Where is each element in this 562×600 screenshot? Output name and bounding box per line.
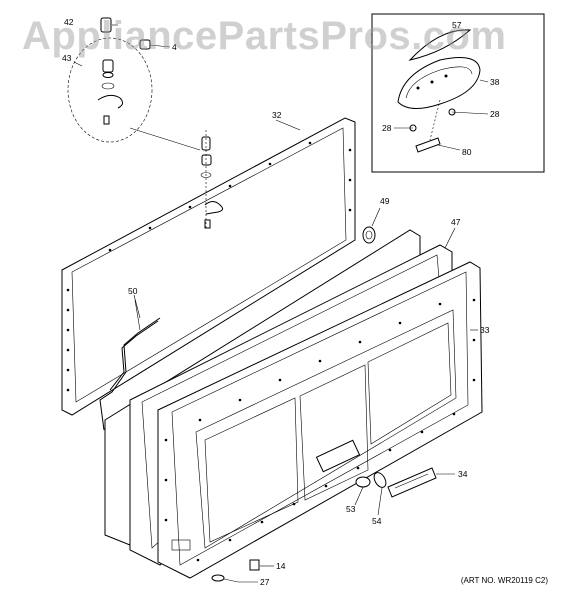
callout-54: 54: [372, 516, 382, 526]
frame-hardware: [200, 130, 224, 230]
callout-50: 50: [128, 286, 138, 296]
callout-labels: 42 4 43 32 49 47 50 33 34 53 54 14 27 57…: [62, 17, 500, 587]
callout-49: 49: [380, 196, 390, 206]
callout-53: 53: [346, 504, 356, 514]
callout-28-right: 28: [490, 109, 500, 119]
callout-34: 34: [458, 469, 468, 479]
callout-80: 80: [462, 147, 472, 157]
art-number: (ART NO. WR20119 C2): [460, 576, 548, 585]
callout-27: 27: [260, 577, 270, 587]
light-assembly: [355, 467, 437, 498]
callout-43: 43: [62, 53, 72, 63]
wire-harness: [99, 299, 161, 431]
leader-lines: [133, 29, 489, 583]
callout-42: 42: [64, 17, 74, 27]
callout-38: 38: [490, 77, 500, 87]
handle-inset: [371, 13, 545, 173]
lock-assembly: [67, 17, 201, 151]
callout-14: 14: [276, 561, 286, 571]
door-liner-frame: [61, 117, 356, 416]
callout-57: 57: [452, 20, 462, 30]
callout-4: 4: [172, 42, 177, 52]
callout-47: 47: [451, 217, 461, 227]
callout-28-left: 28: [382, 123, 392, 133]
outer-door-panel: [157, 261, 483, 579]
bumper-part: [362, 226, 376, 244]
callout-33: 33: [480, 325, 490, 335]
callout-32: 32: [272, 110, 282, 120]
bottom-hardware: [211, 559, 260, 583]
